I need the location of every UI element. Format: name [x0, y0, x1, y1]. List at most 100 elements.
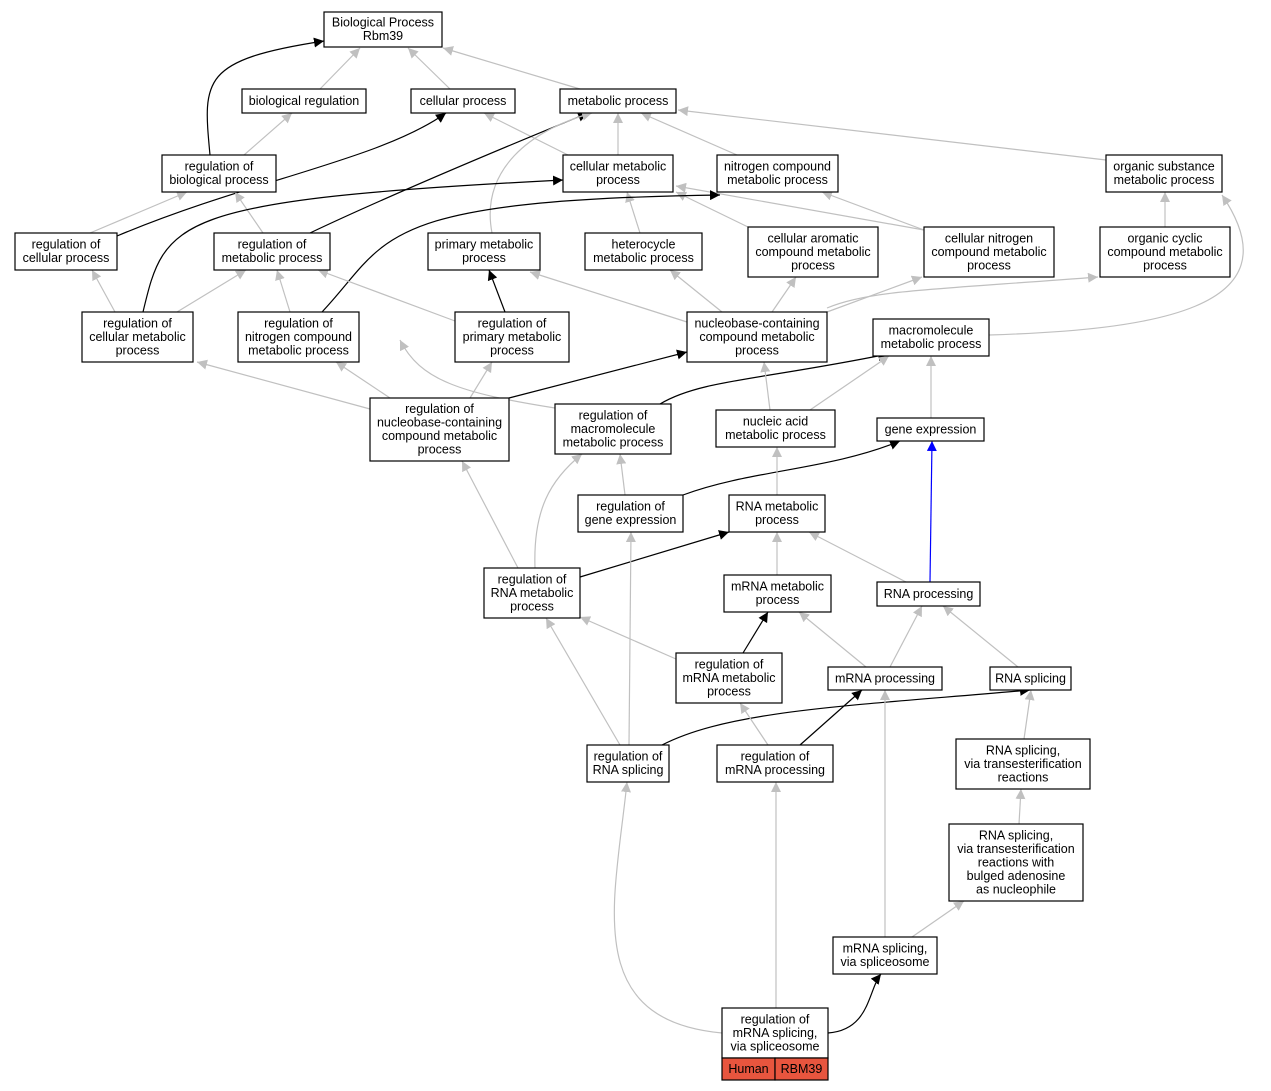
go-term-node-mrna_processing[interactable]: mRNA processing — [827, 666, 943, 691]
node-label-line: process — [418, 443, 462, 457]
node-box — [586, 744, 670, 783]
edge-is_a-reg_rna_metabolic-to-reg_nucleobase_containing — [461, 460, 519, 569]
node-label-line: biological process — [169, 173, 268, 187]
node-box — [675, 652, 783, 704]
go-term-node-rna_splicing_bulged[interactable]: RNA splicing,via transesterificationreac… — [948, 823, 1084, 902]
node-label-line: nitrogen compound — [245, 330, 352, 344]
go-term-node-gene_expression[interactable]: gene expression — [876, 417, 985, 442]
node-box — [1099, 226, 1231, 278]
node-label-line: reactions — [998, 770, 1049, 784]
node-label-line: metabolic process — [881, 337, 982, 351]
node-label-line: mRNA processing — [725, 763, 825, 777]
go-term-node-cellular_process[interactable]: cellular process — [410, 88, 516, 114]
edge-is_a-nitrogen_compound_metabolic_process-to-metabolic_process — [640, 112, 738, 156]
edge-part_of-rna_processing-to-gene_expression — [926, 440, 937, 583]
node-label-line: compound metabolic — [382, 429, 497, 443]
edge-is_a-nucleobase_containing-to-cellular_aromatic — [771, 276, 797, 313]
node-box — [14, 232, 118, 271]
node-box — [562, 154, 674, 193]
edge-is_a-nucleobase_containing-to-organic_cyclic — [826, 272, 1099, 309]
node-label-line: RNA metabolic — [736, 500, 819, 514]
node-box — [483, 567, 581, 619]
edge-is_a-rna_splicing_trans-to-rna_splicing — [1023, 689, 1035, 740]
edge-is_a-reg_mrna_metabolic-to-reg_rna_metabolic — [579, 616, 677, 660]
node-box — [716, 154, 839, 193]
edge-is_a-heterocycle_metabolic_process-to-cellular_metabolic_process — [625, 191, 641, 234]
node-label-line: regulation of — [596, 500, 665, 514]
node-label-line: regulation of — [185, 160, 254, 174]
node-label-line: RNA splicing, — [979, 828, 1053, 842]
node-box — [721, 1007, 829, 1059]
edge-is_a-nucleobase_containing-to-primary_metabolic_process — [529, 270, 688, 323]
node-box — [237, 311, 360, 363]
edge-is_a-mrna_splicing_spliceosome-to-rna_splicing_bulged — [911, 900, 965, 938]
node-label-line: metabolic process — [563, 435, 664, 449]
node-box — [955, 738, 1091, 790]
node-box — [747, 226, 879, 278]
node-box — [715, 409, 836, 448]
edge-regulates-reg_biological_process-to-root — [206, 37, 325, 156]
node-box — [827, 666, 943, 691]
edge-is_a-reg_rna_splicing-to-reg_rna_metabolic — [545, 617, 621, 746]
go-term-node-biological_regulation[interactable]: biological regulation — [241, 88, 367, 114]
node-label-line: primary metabolic — [463, 330, 562, 344]
edge-is_a-reg_rna_splicing-to-reg_gene_expression — [625, 531, 636, 746]
node-label-line: heterocycle — [612, 238, 676, 252]
go-term-node-rna_processing[interactable]: RNA processing — [876, 581, 981, 607]
edge-regulates-reg_nucleobase_containing-to-nucleobase_containing — [508, 349, 688, 399]
go-term-node-mrna_splicing_spliceosome[interactable]: mRNA splicing,via spliceosome — [832, 936, 938, 975]
node-label-line: process — [707, 684, 751, 698]
node-label-line: process — [596, 173, 640, 187]
go-term-node-reg_nucleobase_containing[interactable]: regulation ofnucleobase-containingcompou… — [369, 397, 510, 462]
go-term-node-metabolic_process[interactable]: metabolic process — [559, 88, 677, 114]
node-box — [323, 11, 443, 48]
node-box — [686, 311, 828, 363]
node-label-line: metabolic process — [593, 251, 694, 265]
node-label-line: regulation of — [741, 1012, 810, 1026]
go-term-node-rna_splicing_trans[interactable]: RNA splicing,via transesterificationreac… — [955, 738, 1091, 790]
go-term-node-rna_splicing[interactable]: RNA splicing — [989, 666, 1072, 691]
node-label-line: cellular process — [23, 251, 110, 265]
edge-is_a-reg_rna_metabolic-to-reg_macromolecule_metabolic — [534, 453, 583, 569]
node-label-line: gene expression — [885, 422, 977, 436]
edge-regulates-reg_mrna_metabolic-to-mrna_metabolic — [742, 611, 769, 654]
node-label-line: organic substance — [1113, 160, 1215, 174]
node-label-line: process — [1143, 258, 1187, 272]
node-label-line: compound metabolic — [931, 245, 1046, 259]
node-label-line: Biological Process — [332, 16, 434, 30]
node-label-line: process — [510, 599, 554, 613]
node-label-line: regulation of — [695, 657, 764, 671]
edge-is_a-organic_substance_metabolic_process-to-metabolic_process — [677, 106, 1107, 161]
node-label-line: process — [116, 343, 160, 357]
node-label-line: gene expression — [585, 513, 677, 527]
edge-is_a-cellular_aromatic-to-cellular_metabolic_process — [675, 191, 749, 228]
